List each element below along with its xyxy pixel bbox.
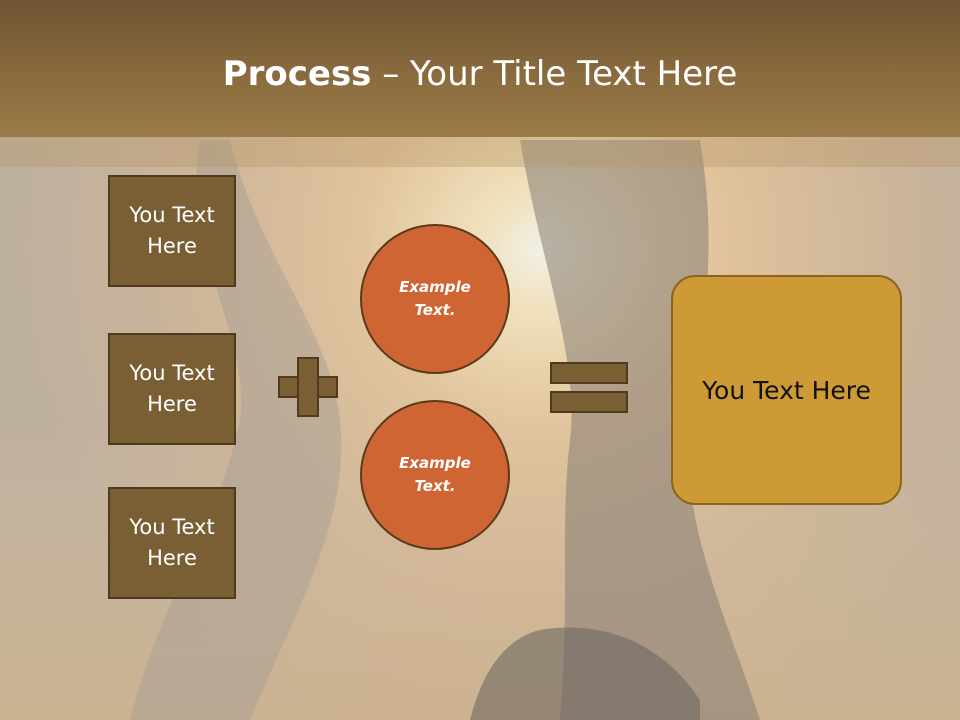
title-bar <box>0 0 960 137</box>
circle-line1: Example <box>399 278 471 296</box>
title-strip <box>0 137 960 167</box>
result-label: You Text Here <box>702 375 871 405</box>
title-bold: Process <box>222 54 372 94</box>
result-box[interactable]: You Text Here <box>671 275 902 505</box>
equals-bottom-bar <box>550 391 628 413</box>
text-box-line1: You Text <box>129 515 215 539</box>
plus-center <box>299 378 317 396</box>
text-box-line1: You Text <box>129 361 215 385</box>
circle-line2: Text. <box>414 477 456 495</box>
text-box-line1: You Text <box>129 203 215 227</box>
equals-top-bar <box>550 362 628 384</box>
slide-title[interactable]: Process – Your Title Text Here <box>0 52 960 96</box>
text-box-line2: Here <box>147 546 197 570</box>
circle-line1: Example <box>399 454 471 472</box>
text-box-line2: Here <box>147 234 197 258</box>
circle-line2: Text. <box>414 301 456 319</box>
title-rest: – Your Title Text Here <box>371 54 738 94</box>
text-box-line2: Here <box>147 392 197 416</box>
